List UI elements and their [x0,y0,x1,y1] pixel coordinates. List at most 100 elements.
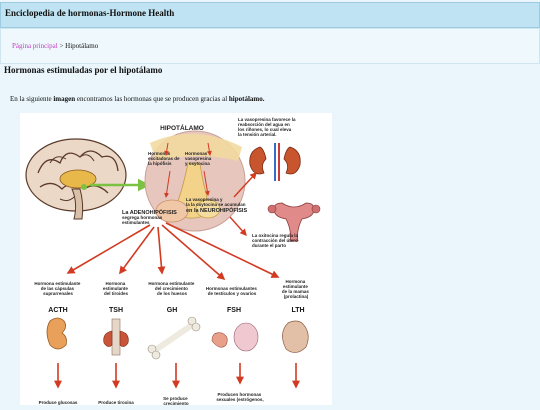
fsh-effect-1: Producen hormonas [217,392,261,397]
hypothalamus-shape [150,133,242,161]
hormone-column-acth: Hormona estimulante de las cápsulas supr… [34,281,81,405]
uterus-line-2: contracción del útero [252,238,298,243]
fsh-desc-1: Hormonas estimulantes [206,286,258,291]
bone-illustration [147,316,201,360]
vaso-stored-line-2: la la oxytocina se acumulan [186,202,246,207]
adeno-line-3: estimulantes [122,220,150,225]
acth-effect: Produce glucosas [39,400,78,405]
fsh-effect: Producen hormonas sexuales (estrógenos, [216,392,263,402]
kidney-line-1: La vasopresina favorece la [238,117,296,122]
uterus-illustration [267,202,321,242]
label-oxy-uterus: La oxitocina regula la contracción del ú… [252,233,299,248]
fsh-desc-2: de testículos y ovarios [208,291,257,296]
tsh-desc-1: Hormona [105,281,125,286]
breadcrumb-home-link[interactable]: Página principal [12,42,58,50]
uterus-line-1: La oxitocina regula la [252,233,299,238]
vaso-oxy-line-1: Hormonas [185,151,208,156]
lth-desc-1: Hormona [285,279,305,284]
vaso-oxy-line-2: vasopresina [185,156,212,161]
fsh-effect-2: sexuales (estrógenos, [216,397,263,402]
kidney-line-3: los riñones, lo cual eleva [238,127,292,132]
intro-bold-image: imagen [53,95,76,103]
hormone-figure: HIPOTÁLAMO Hormonas excitadoras de la hi… [20,113,332,406]
label-hypothalamus: HIPOTÁLAMO [160,123,204,132]
releasing-line-1: Hormonas [148,151,171,156]
label-vaso-kidney: La vasopresina favorece la reabsorción d… [238,117,297,137]
internal-arrow-3 [164,170,171,198]
gh-effect-1: Se produce [163,396,188,401]
section-heading: Hormonas estimuladas por el hipotálamo [4,65,163,75]
acth-desc: Hormona estimulante de las cápsulas supr… [34,281,81,296]
intro-bold-hypothalamus: hipotálamo. [228,95,265,103]
kidney-line-2: reabsorción del agua en [238,122,290,127]
gonads-illustration [211,322,259,352]
label-releasing-hormones: Hormonas excitadoras de la hipófisis [148,151,181,166]
lth-desc-3: de la mamas [282,289,310,294]
adeno-line-2: segrega hormonas [122,215,163,220]
hormone-column-tsh: Hormona estimulante del tiroides TSH Pro… [98,281,134,405]
intro-part-2: encontramos las hormonas que se producen… [75,95,229,103]
arrow-to-tsh [119,226,155,275]
hormone-column-lth: Hormona estimulante de la mamas (prolact… [282,279,310,389]
lth-desc-4: (prolactina) [284,294,309,299]
tsh-desc-3: del tiroides [104,291,129,296]
vaso-stored-line-3: en la NEUROHIPÓFISIS [186,206,247,214]
internal-arrow-2 [206,142,212,156]
vaso-stored-line-1: La vasopresina y [186,197,223,202]
tsh-abbr: TSH [109,307,123,314]
neurohypophysis-shape [195,199,221,219]
adeno-line-1: La ADENOHIPÓFISIS [122,208,177,216]
hormone-column-gh: Hormona estimulante del crecimiento de l… [147,281,201,406]
arrow-to-uterus [229,216,247,237]
releasing-line-2: excitadoras de [148,156,180,161]
gh-effect: Se produce crecimiento [163,396,189,405]
thyroid-illustration [103,318,129,356]
breadcrumb-separator: > [59,42,64,50]
gh-desc: Hormona estimulante del crecimiento de l… [148,281,195,296]
label-vaso-stored: La vasopresina y la la oxytocina se acum… [186,197,247,214]
tsh-desc-2: estimulante [103,286,129,291]
vaso-oxy-line-3: y oxytocina [185,161,210,166]
breadcrumb-current: Hipotálamo [65,42,99,50]
arrow-to-acth [66,224,151,274]
acth-abbr: ACTH [48,307,67,314]
tsh-desc: Hormona estimulante del tiroides [103,281,129,296]
internal-arrow-1 [164,142,170,156]
hormone-column-fsh: Hormonas estimulantes de testículos y ov… [206,286,264,402]
gh-desc-2: del crecimiento [155,286,188,291]
kidney-line-4: la tensión arterial. [238,132,277,137]
gh-desc-1: Hormona estimulante [148,281,195,286]
label-vaso-oxy: Hormonas vasopresina y oxytocina [185,151,213,166]
gh-desc-3: de los huesos [157,291,188,296]
fsh-abbr: FSH [227,307,241,314]
site-title: Enciclopedia de hormonas-Hormone Health [5,8,175,18]
acth-desc-3: suprarrenales [43,291,73,296]
page-header: Enciclopedia de hormonas-Hormone Health [0,2,540,28]
breadcrumb-inner: Página principal > Hipotálamo [12,42,98,50]
acth-desc-1: Hormona estimulante [34,281,81,286]
breadcrumb: Página principal > Hipotálamo [0,28,540,64]
tsh-effect: Produce tiroxina [98,400,134,405]
kidneys-illustration [249,143,301,181]
gh-effect-2: crecimiento [163,401,189,405]
arrow-to-gh [157,226,166,275]
internal-arrow-4 [203,170,210,196]
uterus-line-3: durante el parto [252,243,286,248]
lth-desc: Hormona estimulante de la mamas (prolact… [282,279,310,299]
acth-desc-2: de las cápsulas [41,286,75,291]
arrow-to-kidneys [233,171,257,198]
hormone-diagram-svg: HIPOTÁLAMO Hormonas excitadoras de la hi… [25,117,321,406]
label-adenohypophysis: La ADENOHIPÓFISIS segrega hormonas estim… [122,208,178,225]
arrow-to-lth [165,222,280,278]
brain-illustration [25,138,127,220]
breast-illustration [282,320,309,353]
adrenal-illustration [46,317,67,350]
lth-abbr: LTH [291,307,304,314]
intro-part-1: En la siguiente [10,95,54,103]
intro-text: En la siguiente imagen encontramos las h… [10,95,265,103]
gh-abbr: GH [167,307,178,314]
adenohypophysis-shape [155,199,189,223]
arrow-to-fsh [161,224,226,281]
fsh-desc: Hormonas estimulantes de testículos y ov… [206,286,258,296]
lth-desc-2: estimulante [283,284,309,289]
